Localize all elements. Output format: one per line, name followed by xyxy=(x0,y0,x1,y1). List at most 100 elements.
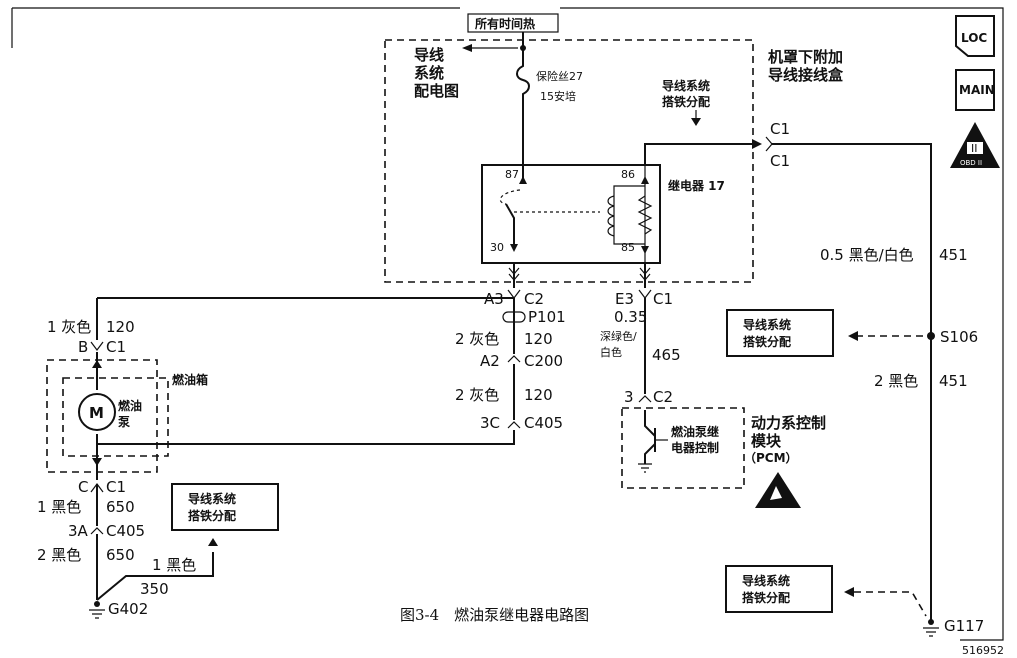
hot-at-all-times-label: 所有时间热 xyxy=(475,16,535,31)
fuse-name: 保险丝27 xyxy=(536,69,583,83)
c1-connector-symbol xyxy=(765,136,773,152)
left-ground-dist-box xyxy=(171,483,279,531)
wiring-ref-arrowhead xyxy=(462,44,472,52)
pcm-wire-num: 465 xyxy=(652,346,681,364)
loc-icon-label: LOC xyxy=(961,31,987,45)
center-wire-color-b: 2 灰色 xyxy=(455,386,499,404)
bottom-ground-dist-1: 导线系统 xyxy=(742,573,790,588)
ground-g117-symbol xyxy=(923,627,939,637)
left-wire-top xyxy=(96,297,514,340)
fuel-tank-label: 燃油箱 xyxy=(172,372,208,387)
fuse-symbol xyxy=(516,42,530,165)
ground-dist-box-pointer-head xyxy=(691,118,701,126)
relay-pin-87-arrow xyxy=(519,176,527,184)
relay-86-feed xyxy=(644,143,752,165)
bottom-ground-dist-arrow xyxy=(844,587,854,597)
left-conn-c: C xyxy=(78,478,88,496)
relay-pin-86: 86 xyxy=(621,168,635,181)
conn-e3: E3 xyxy=(615,290,634,308)
pcm-name-2: 模块 xyxy=(751,432,782,450)
ground-g117-label: G117 xyxy=(944,617,984,635)
main-icon xyxy=(955,69,995,111)
fuel-tank-box xyxy=(46,359,158,473)
relay-30-arrow xyxy=(508,267,520,281)
relay-resistor xyxy=(637,195,653,235)
pcm-wire-color-2: 白色 xyxy=(600,345,622,359)
wiring-ref-3: 配电图 xyxy=(414,82,459,100)
wiring-ref-2: 系统 xyxy=(414,64,444,82)
center-conn-c405 xyxy=(507,421,521,429)
motor-arrow-bot xyxy=(92,458,102,466)
right-ground-dist-arrow xyxy=(848,331,858,341)
left-conn-3a: 3A xyxy=(68,522,89,540)
right-ground-dist-box xyxy=(726,309,834,357)
motor-letter: M xyxy=(89,404,104,422)
conn-c405-center: C405 xyxy=(524,414,563,432)
pcm-conn-c1 xyxy=(638,289,652,299)
relay-pin-85: 85 xyxy=(621,241,635,254)
fuel-pump-motor xyxy=(78,393,116,431)
left-conn-c1-top: C1 xyxy=(106,338,126,356)
obd-ii-roman: II xyxy=(971,142,978,155)
pcm-name-1: 动力系控制 xyxy=(751,414,826,432)
relay-pin-85-arrow xyxy=(641,246,649,254)
center-wire-num-a: 120 xyxy=(524,330,553,348)
relay-85-arrow xyxy=(639,267,651,281)
relay-pin-30: 30 xyxy=(490,241,504,254)
ground-dist-box-2: 搭铁分配 xyxy=(662,94,710,109)
conn-3-pcm: 3 xyxy=(624,388,634,406)
bottom-ground-dist-dash xyxy=(854,591,927,617)
obd-ii-label: OBD II xyxy=(960,159,982,167)
right-c1-bot: C1 xyxy=(770,152,790,170)
left-conn-c405: C405 xyxy=(106,522,145,540)
conn-a2: A2 xyxy=(480,352,500,370)
conn-c200: C200 xyxy=(524,352,563,370)
pump-label-2: 泵 xyxy=(118,415,130,429)
hot-at-all-times-box xyxy=(467,13,559,33)
left-wire-black-1: 1 黑色 xyxy=(37,498,81,516)
ground-dist-box-1: 导线系统 xyxy=(662,78,710,93)
left-wire-650-a: 650 xyxy=(106,498,135,516)
left-wire-black-2: 2 黑色 xyxy=(37,546,81,564)
pcm-conn-c2 xyxy=(638,395,652,403)
center-conn-c200 xyxy=(507,355,521,363)
c1-right-arrow xyxy=(752,139,762,149)
center-conn-c2 xyxy=(507,289,521,299)
pcm-name-3: （PCM） xyxy=(744,450,798,465)
left-conn-c1-bot: C1 xyxy=(106,478,126,496)
right-wire-bot-label: 2 黑色 xyxy=(874,372,918,390)
underhood-junction-box xyxy=(384,39,754,283)
left-ground-dist-2: 搭铁分配 xyxy=(188,508,236,523)
ground-g402-symbol xyxy=(89,609,105,619)
left-ground-dist-1: 导线系统 xyxy=(188,491,236,506)
pcm-control-1: 燃油泵继 xyxy=(671,424,719,439)
motor-arrow-top xyxy=(92,360,102,368)
frame-border xyxy=(11,7,1004,641)
bottom-ground-dist-2: 搭铁分配 xyxy=(742,590,790,605)
right-ground-dist-1: 导线系统 xyxy=(743,317,791,332)
left-wire-350 xyxy=(96,552,214,601)
right-wire-num-1: 451 xyxy=(939,246,968,264)
left-wire-black-3: 1 黑色 xyxy=(152,556,196,574)
ground-g117-dot xyxy=(928,619,934,625)
splice-s106-label: S106 xyxy=(940,328,978,346)
obd-ii-roman-box xyxy=(967,142,983,154)
left-wire-num: 120 xyxy=(106,318,135,336)
relay-pin-30-arrow xyxy=(510,244,518,252)
ground-g402-label: G402 xyxy=(108,600,148,618)
esd-warning-hand xyxy=(770,486,782,500)
underhood-box-title-1: 机罩下附加 xyxy=(768,48,843,66)
center-wire-3 xyxy=(97,430,515,445)
loc-icon xyxy=(955,15,995,57)
pcm-wire-color-1: 深绿色/ xyxy=(600,329,637,343)
conn-c1-pcm: C1 xyxy=(653,290,673,308)
figure-code: 516952 xyxy=(962,644,1004,657)
wiring-ref-1: 导线 xyxy=(414,46,444,64)
main-icon-label: MAIN xyxy=(959,83,995,97)
relay-pin-86-arrow xyxy=(641,176,649,184)
right-wire-num-2: 451 xyxy=(939,372,968,390)
relay-coil xyxy=(607,195,615,237)
right-c1-top: C1 xyxy=(770,120,790,138)
splice-s106-dot xyxy=(927,332,935,340)
